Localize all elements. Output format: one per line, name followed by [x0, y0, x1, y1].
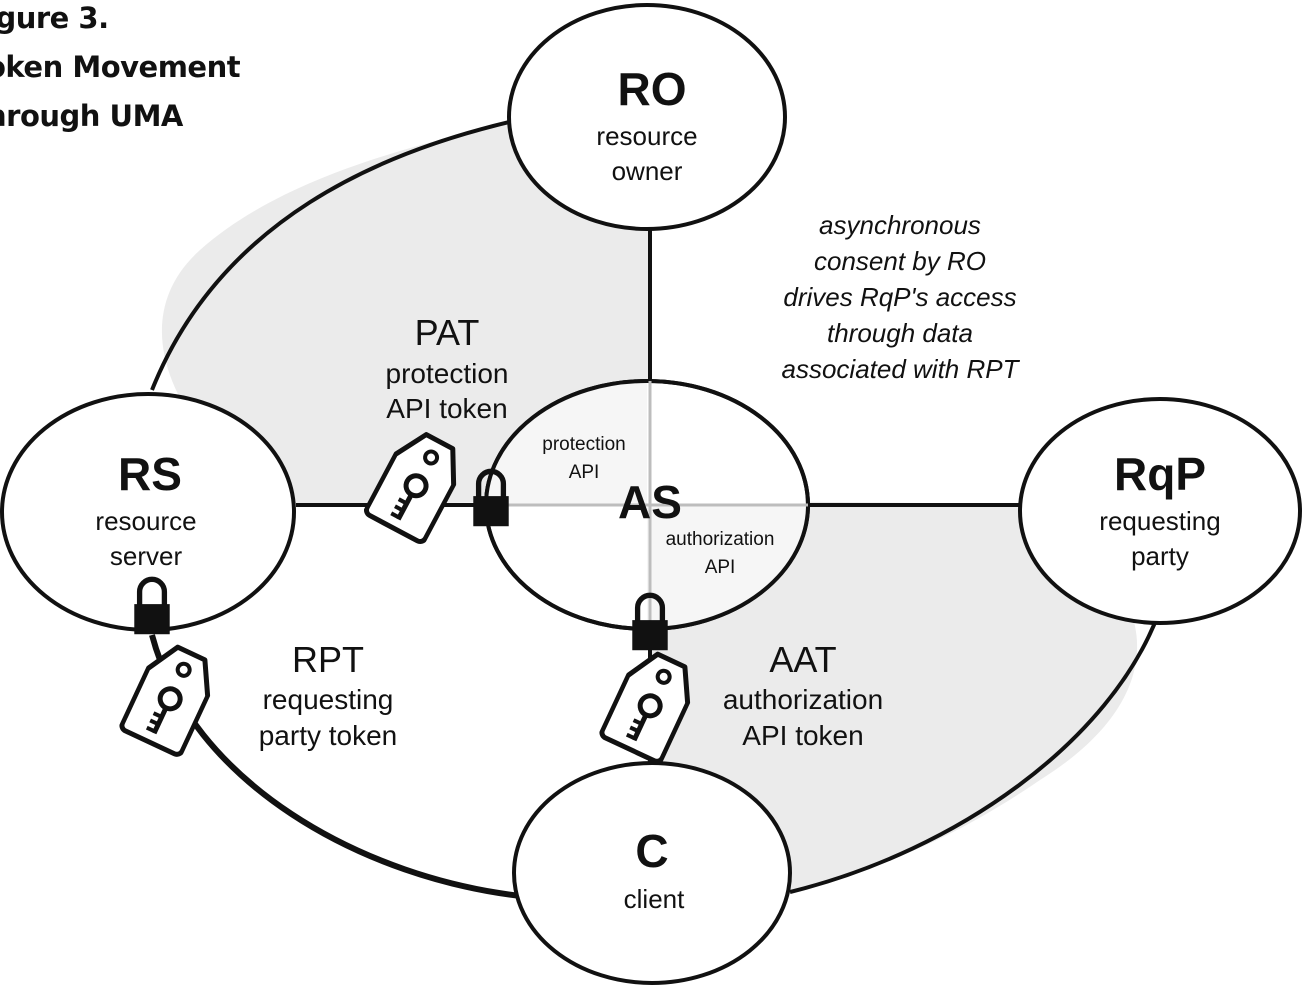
rpt-line2: party token [259, 720, 398, 751]
pat-line1: protection [386, 358, 509, 389]
client-node: C client [512, 761, 792, 985]
protection-api-line2: API [569, 462, 600, 483]
note-line3: drives RqP's access [783, 282, 1016, 312]
rqp-line2: party [1131, 541, 1189, 571]
rpt-abbr: RPT [292, 639, 364, 680]
rs-line2: server [110, 541, 183, 571]
as-node: AS protection API authorization API [484, 379, 810, 631]
rpt-line1: requesting [263, 684, 394, 715]
ro-line2: owner [612, 156, 683, 186]
as-abbr: AS [618, 476, 682, 528]
note-line1: asynchronous [819, 210, 981, 240]
rs-line1: resource [95, 506, 196, 536]
ro-node: RO resource owner [507, 3, 787, 231]
rs-abbr: RS [118, 448, 182, 500]
rqp-node: RqP requesting party [1018, 397, 1302, 625]
aat-line2: API token [742, 720, 863, 751]
ro-abbr: RO [618, 63, 687, 115]
client-rqp-arc [789, 614, 1160, 894]
authorization-api-line1: authorization [666, 529, 775, 550]
note-line2: consent by RO [814, 246, 986, 276]
as-protection-quadrant [486, 381, 647, 505]
as-authorization-quadrant [647, 505, 808, 629]
aat-abbr: AAT [769, 639, 836, 680]
note-line4: through data [827, 318, 973, 348]
ro-line1: resource [596, 121, 697, 151]
caption-line-2: oken Movement [0, 50, 241, 84]
protection-region [161, 118, 650, 505]
rqp-abbr: RqP [1114, 448, 1206, 500]
rs-node: RS resource server [0, 392, 296, 632]
note-line5: associated with RPT [782, 354, 1021, 384]
rpt-label: RPT requesting party token [259, 639, 398, 751]
consent-note: asynchronous consent by RO drives RqP's … [782, 210, 1021, 384]
client-line1: client [624, 884, 685, 914]
pat-line2: API token [386, 393, 507, 424]
aat-line1: authorization [723, 684, 883, 715]
aat-label: AAT authorization API token [723, 639, 883, 751]
authorization-api-line2: API [705, 557, 736, 578]
caption-line-3: hrough UMA [0, 99, 183, 133]
uma-loop-outline [150, 116, 528, 391]
pat-abbr: PAT [415, 312, 480, 353]
client-abbr: C [635, 825, 668, 877]
authorization-region [650, 500, 1138, 892]
figure-caption: igure 3. oken Movement hrough UMA [0, 0, 241, 141]
rqp-line1: requesting [1099, 506, 1220, 536]
protection-api-line1: protection [542, 434, 625, 455]
caption-line-1: igure 3. [0, 1, 109, 35]
pat-label: PAT protection API token [386, 312, 509, 424]
